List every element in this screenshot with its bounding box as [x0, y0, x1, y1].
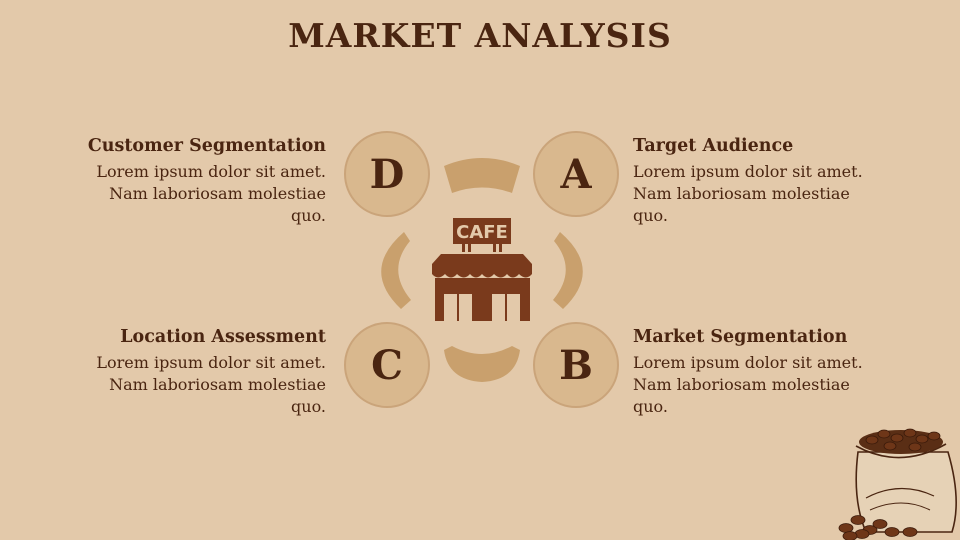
block-body: Lorem ipsum dolor sit amet. Nam laborios… — [96, 353, 326, 416]
block-heading: Location Assessment — [120, 327, 326, 347]
block-customer-segmentation: Customer Segmentation Lorem ipsum dolor … — [86, 136, 326, 227]
block-body: Lorem ipsum dolor sit amet. Nam laborios… — [96, 162, 326, 225]
block-location-assessment: Location Assessment Lorem ipsum dolor si… — [86, 327, 326, 418]
block-target-audience: Target Audience Lorem ipsum dolor sit am… — [633, 136, 873, 227]
arc-bottom — [444, 346, 520, 382]
arc-right — [553, 232, 583, 309]
page-title: MARKET ANALYSIS — [288, 16, 672, 55]
arc-top — [444, 158, 520, 193]
circle-b: B — [533, 322, 619, 408]
block-market-segmentation: Market Segmentation Lorem ipsum dolor si… — [633, 327, 873, 418]
block-heading: Target Audience — [633, 136, 794, 156]
cafe-sign-text: CAFE — [456, 222, 508, 243]
circle-d: D — [344, 131, 430, 217]
arc-left — [381, 232, 411, 309]
block-body: Lorem ipsum dolor sit amet. Nam laborios… — [633, 353, 863, 416]
circle-a: A — [533, 131, 619, 217]
circle-c: C — [344, 322, 430, 408]
block-heading: Market Segmentation — [633, 327, 848, 347]
block-body: Lorem ipsum dolor sit amet. Nam laborios… — [633, 162, 863, 225]
block-heading: Customer Segmentation — [87, 136, 326, 156]
